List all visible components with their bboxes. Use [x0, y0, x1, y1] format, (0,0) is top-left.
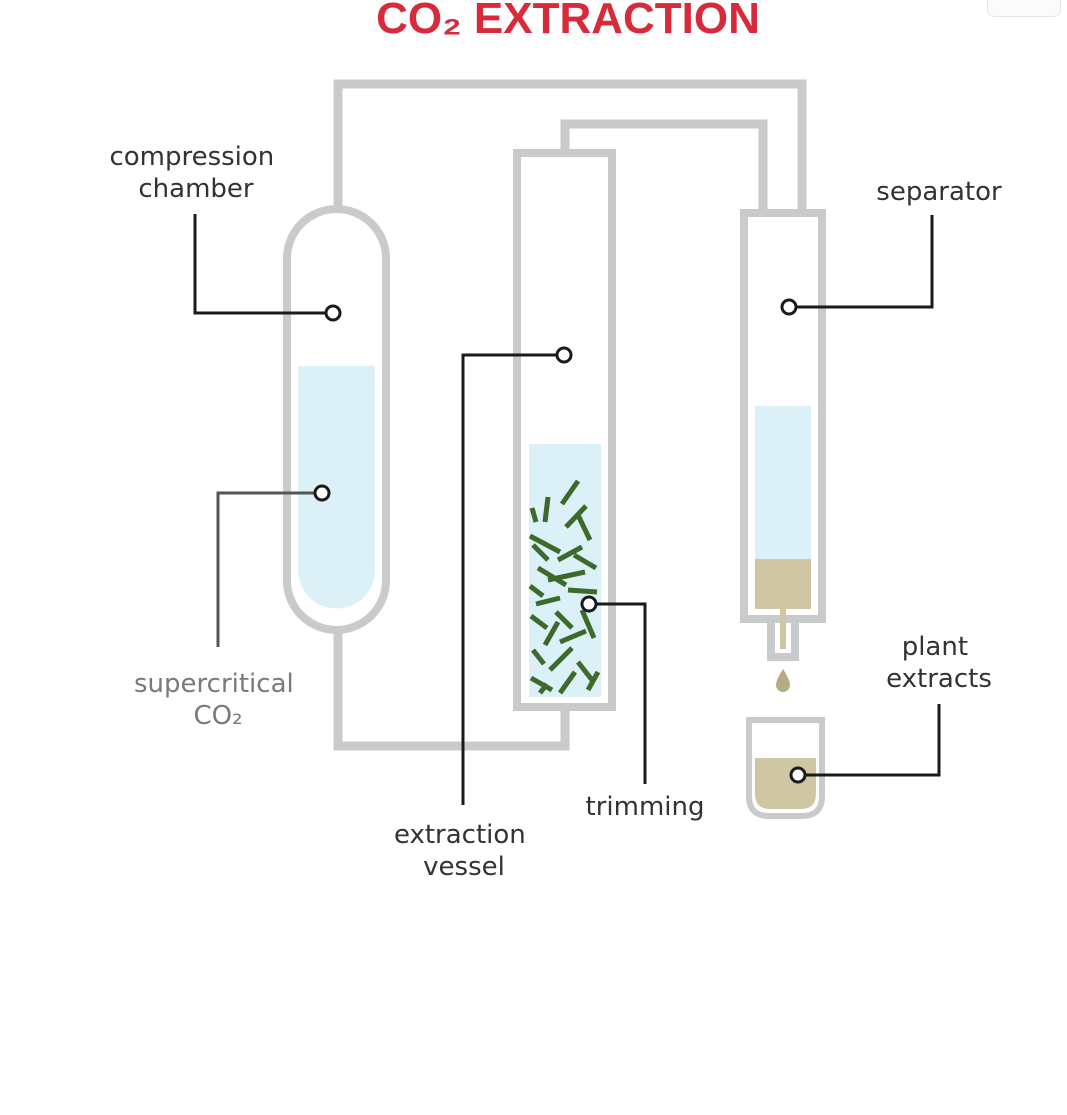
pipe-network — [333, 79, 807, 751]
label-compression-chamber: compression chamber — [109, 142, 282, 204]
trimming-piece — [538, 682, 549, 695]
pipe-bottom-loop — [333, 630, 570, 751]
trimming-piece — [567, 587, 598, 595]
trimming-piece — [542, 620, 561, 647]
label-plant-extracts: plant extracts — [886, 632, 992, 694]
corner-tab — [987, 0, 1061, 17]
leader-dot — [789, 766, 807, 784]
trimming-piece — [572, 552, 598, 571]
label-trimming: trimming — [586, 792, 705, 822]
label-line: vessel — [423, 852, 505, 882]
trimming-piece — [585, 670, 601, 692]
label-supercritical-co2: supercritical CO₂ — [134, 669, 302, 731]
leader-extraction-vessel — [461, 353, 557, 805]
trimming-piece — [559, 479, 581, 506]
trimming-piece — [575, 513, 593, 542]
trimming-pieces — [528, 479, 601, 695]
trimming-piece — [556, 544, 584, 563]
pipe-top-loop — [333, 79, 807, 214]
leader-dot — [313, 484, 331, 502]
leader-dots — [313, 298, 807, 784]
trimming-piece — [557, 670, 578, 695]
label-line: trimming — [586, 792, 705, 822]
leader-compression-chamber — [193, 214, 326, 315]
trimming-piece — [548, 646, 574, 672]
leader-plant-extracts — [805, 704, 941, 777]
label-line: CO₂ — [193, 701, 242, 731]
label-line: separator — [876, 177, 1002, 207]
trimming-piece — [531, 648, 546, 666]
separator — [740, 209, 826, 692]
leader-lines — [193, 214, 941, 805]
collection-cup — [746, 717, 825, 819]
separator-outlet-extract — [780, 609, 786, 649]
leader-dot — [324, 304, 342, 322]
trimming-piece — [576, 660, 594, 682]
leader-dot — [780, 298, 798, 316]
trimming-piece — [529, 675, 554, 693]
compression-chamber — [283, 205, 390, 634]
trimming-piece — [529, 507, 539, 523]
trimming-piece — [554, 610, 574, 630]
trimming-piece — [535, 595, 561, 607]
label-line: supercritical — [134, 669, 294, 699]
trimming-piece — [528, 533, 562, 555]
diagram-title: CO₂ EXTRACTION — [376, 0, 760, 43]
trimming-piece — [528, 584, 545, 598]
trimming-piece — [559, 628, 587, 645]
supercritical-co2-liquid — [298, 366, 375, 609]
trimming-piece — [579, 609, 597, 639]
label-line: plant — [902, 632, 968, 662]
leader-dot — [580, 595, 598, 613]
label-line: extracts — [886, 664, 992, 694]
trimming-piece — [531, 543, 550, 562]
extract-drop — [776, 669, 790, 692]
trimming-piece — [536, 565, 568, 588]
label-line: extraction — [394, 820, 526, 850]
leader-dot — [555, 346, 573, 364]
leader-trimming — [596, 602, 647, 784]
extraction-vessel — [513, 149, 616, 711]
cup-extract — [755, 758, 816, 809]
separator-extract — [755, 559, 811, 609]
pipe-inner-loop — [560, 119, 768, 213]
separator-liquid — [755, 406, 811, 559]
leader-separator — [796, 215, 934, 309]
label-separator: separator — [876, 177, 1002, 207]
trimming-piece — [542, 496, 551, 523]
leader-supercritical-co2 — [216, 491, 315, 647]
trimming-piece — [547, 569, 586, 583]
label-line: compression — [109, 142, 274, 172]
trimming-piece — [529, 614, 549, 630]
label-extraction-vessel: extraction vessel — [394, 820, 534, 882]
label-line: chamber — [138, 174, 254, 204]
